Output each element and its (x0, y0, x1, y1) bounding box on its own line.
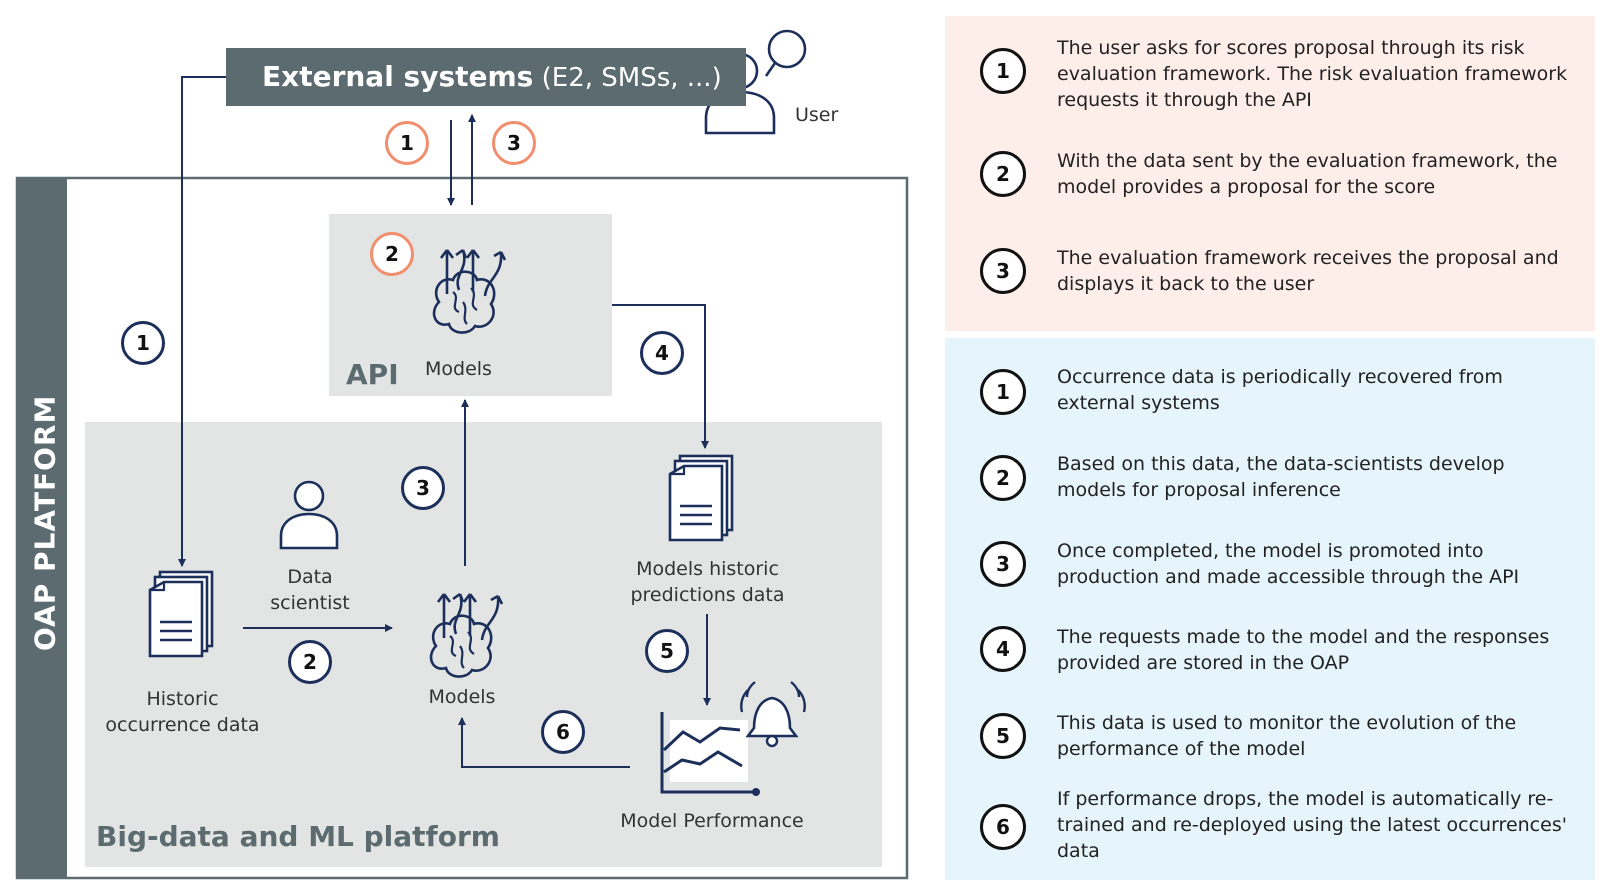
external-systems-examples: (E2, SMSs, ...) (533, 63, 722, 93)
api-models-label: Models (425, 358, 492, 380)
legend-bottom-badge-1: 1 (980, 369, 1026, 415)
oap-platform-band (17, 178, 67, 878)
legend-top-badge-3: 3 (980, 248, 1026, 294)
step-badge-platform-5: 5 (645, 629, 689, 673)
models-label: Models (428, 686, 496, 708)
oap-platform-label: OAP PLATFORM (28, 394, 62, 652)
arrow-performance-to-models (458, 717, 630, 768)
legend-bottom-badge-4: 4 (980, 626, 1026, 672)
step-badge-api-2: 2 (370, 232, 414, 276)
step-badge-platform-6: 6 (541, 710, 585, 754)
step-badge-platform-3: 3 (401, 466, 445, 510)
user-label: User (795, 104, 839, 126)
arrow-ext-to-historic (178, 76, 226, 567)
api-label: API (346, 358, 399, 391)
legend-bottom-badge-3: 3 (980, 541, 1026, 587)
step-badge-platform-2: 2 (288, 640, 332, 684)
bigdata-platform-label: Big-data and ML platform (96, 820, 500, 853)
step-badge-ext-3: 3 (492, 121, 536, 165)
step-badge-platform-4: 4 (640, 331, 684, 375)
historic-occurrence-label: Historic occurrence data (105, 688, 260, 736)
model-performance-label: Model Performance (620, 810, 804, 832)
legend-top-text-1: The user asks for scores proposal throug… (1057, 37, 1568, 111)
legend-bottom-text-1: Occurrence data is periodically recovere… (1057, 366, 1503, 414)
speech-bubble-icon (764, 29, 807, 77)
legend-top-text-2: With the data sent by the evaluation fra… (1057, 150, 1558, 198)
legend-bottom-text-5: This data is used to monitor the evoluti… (1057, 712, 1517, 760)
legend-bottom-badge-5: 5 (980, 713, 1026, 759)
legend-bottom-text-6: If performance drops, the model is autom… (1057, 788, 1567, 862)
legend-top-badge-1: 1 (980, 48, 1026, 94)
legend-panel-platform-flow (945, 338, 1595, 880)
legend-bottom-badge-2: 2 (980, 455, 1026, 501)
data-scientist-label: Data scientist (270, 566, 350, 614)
legend-bottom-badge-6: 6 (980, 804, 1026, 850)
legend-bottom-text-4: The requests made to the model and the r… (1057, 626, 1550, 674)
legend-bottom-text-2: Based on this data, the data-scientists … (1057, 453, 1505, 501)
alarm-bell-icon (740, 681, 806, 748)
line-chart-icon (660, 712, 760, 796)
external-systems-bar: External systems (E2, SMSs, ...) (226, 48, 746, 106)
legend-panel-user-flow (945, 16, 1595, 331)
legend-bottom-text-3: Once completed, the model is promoted in… (1057, 540, 1520, 588)
historic-occurrence-document-icon (148, 570, 214, 658)
arrow-api-to-predictions (612, 304, 709, 449)
historic-predictions-label: Models historic predictions data (630, 558, 785, 606)
legend-top-badge-2: 2 (980, 151, 1026, 197)
external-systems-title: External systems (262, 60, 534, 93)
legend-top-text-3: The evaluation framework receives the pr… (1057, 247, 1559, 295)
historic-predictions-document-icon (668, 454, 734, 542)
step-badge-ext-1: 1 (385, 121, 429, 165)
step-badge-platform-1: 1 (121, 321, 165, 365)
